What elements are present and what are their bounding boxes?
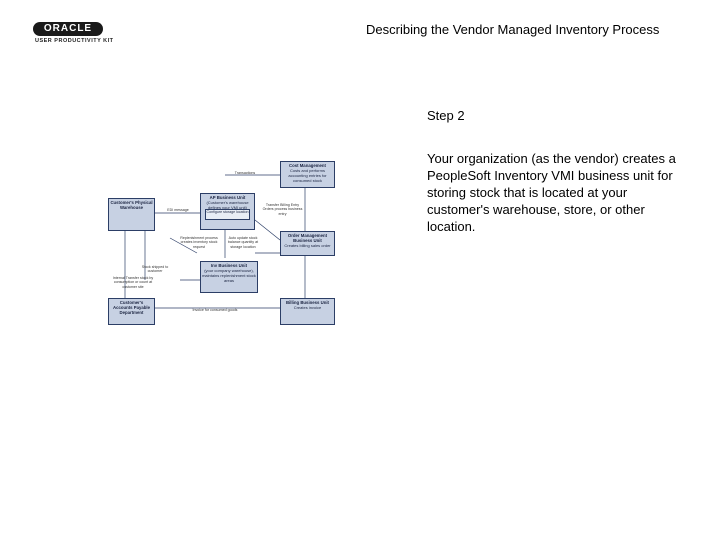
customer-payables-box: Customer's Accounts Payable Department bbox=[108, 298, 155, 325]
note-auto-update: Auto update stock balance quantity at st… bbox=[227, 236, 259, 249]
ap-business-unit-box: AP Business Unit (Customer's warehouse d… bbox=[200, 193, 255, 230]
step-label: Step 2 bbox=[427, 108, 465, 123]
note-edi-message: EDI message bbox=[167, 208, 189, 212]
storage-location-box: Configure storage location bbox=[205, 209, 250, 220]
note-transfer-billing: Transfer Billing Entry Orders process bu… bbox=[262, 203, 303, 216]
cost-management-box: Cost Management Costs and performs accou… bbox=[280, 161, 335, 188]
oracle-logo-mark: ORACLE bbox=[33, 22, 103, 36]
note-replenishment: Replenishment process creates inventory … bbox=[180, 236, 218, 249]
note-transactions: Transactions bbox=[234, 171, 256, 175]
diagram-connectors bbox=[124, 174, 306, 309]
oracle-upk-logo: ORACLE USER PRODUCTIVITY KIT bbox=[33, 22, 125, 50]
order-management-box: Order Management Business Unit Creates b… bbox=[280, 231, 335, 256]
page-title: Describing the Vendor Managed Inventory … bbox=[366, 22, 660, 37]
note-stock-shipped: Stock shipped to customer bbox=[141, 265, 169, 274]
billing-business-unit-box: Billing Business Unit Creates invoice bbox=[280, 298, 335, 325]
customer-warehouse-box: Customer's Physical Warehouse bbox=[108, 198, 155, 231]
inv-vmi-unit-box: Inv Business Unit (your company warehous… bbox=[200, 261, 258, 293]
step-description: Your organization (as the vendor) create… bbox=[427, 151, 676, 234]
note-internal-transfer: Internal Transfer stock by consumption o… bbox=[112, 276, 154, 289]
logo-subtitle: USER PRODUCTIVITY KIT bbox=[35, 38, 114, 44]
vmi-process-diagram: Customer's Physical Warehouse AP Busines… bbox=[105, 158, 335, 326]
note-invoice-consumed: Invoice for consumed goods bbox=[192, 308, 238, 312]
